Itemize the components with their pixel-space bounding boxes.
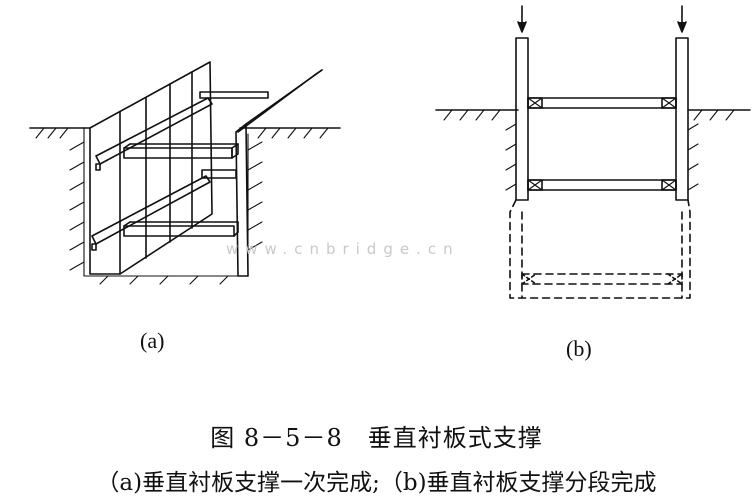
diagram-b [435, 5, 751, 299]
right-board-b [675, 37, 689, 201]
left-board-b [515, 37, 529, 201]
earth-hatching-b [505, 123, 699, 191]
subfigure-label-a: (a) [140, 328, 165, 353]
lower-wale-a [91, 169, 239, 251]
watermark: www.cnbridge.cn [226, 240, 460, 258]
ground-surface-b [435, 109, 751, 121]
earth-hatching-a [69, 127, 263, 285]
figure-title: 图 8－5－8 垂直衬板式支撑 [210, 424, 543, 452]
upper-wale-a [95, 91, 269, 171]
upper-strut-b [527, 97, 677, 109]
lower-strut-b [527, 179, 677, 191]
vertical-boards-a [83, 61, 213, 275]
load-arrow-left [517, 5, 527, 33]
diagram-a [29, 61, 341, 285]
next-stage-dashed-b [509, 199, 691, 299]
subfigure-label-b: (b) [566, 336, 592, 361]
figure-caption: （a)垂直衬板支撑一次完成;（b)垂直衬板支撑分段完成 [96, 470, 657, 496]
load-arrow-right [677, 5, 687, 33]
ground-surface-a [29, 127, 341, 139]
